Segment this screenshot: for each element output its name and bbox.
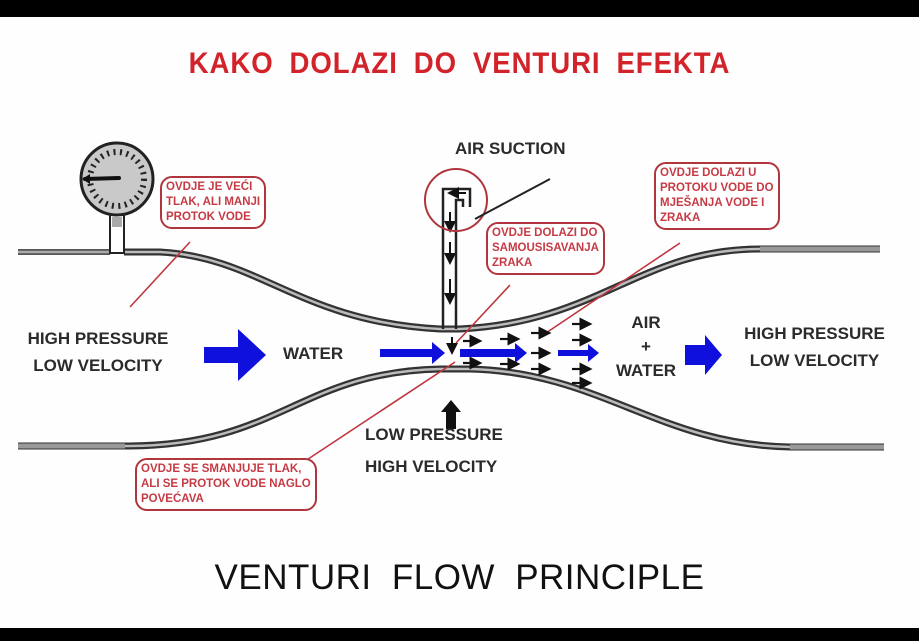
annotation-inlet: OVDJE JE VEĆI TLAK, ALI MANJI PROTOK VOD… (160, 176, 267, 229)
mixture-water-text: WATER (615, 361, 677, 380)
water-flow-arrow (380, 342, 445, 364)
throat-label: LOW PRESSURE HIGH VELOCITY (365, 421, 503, 480)
inlet-label: HIGH PRESSURE LOW VELOCITY (8, 325, 188, 379)
throat-flow-arrow (460, 343, 527, 363)
inlet-velocity-text: LOW VELOCITY (33, 356, 163, 375)
mixing-flow-arrow (558, 344, 599, 362)
annotation-throat: OVDJE SE SMANJUJE TLAK, ALI SE PROTOK VO… (135, 458, 317, 511)
air-suction-tube (424, 168, 551, 355)
pipe-upper-wall (18, 245, 880, 333)
pipe-lower-wall (18, 365, 884, 451)
venturi-diagram (18, 141, 884, 472)
annotation-mixing: OVDJE DOLAZI U PROTOKU VODE DO MJEŠANJA … (654, 162, 780, 230)
mixture-plus-text: + (641, 337, 651, 356)
callout-leaders (129, 241, 681, 472)
annotation-suction: OVDJE DOLAZI DO SAMOUSISAVANJA ZRAKA (486, 222, 605, 275)
mixture-air-text: AIR (631, 313, 661, 332)
water-label: WATER (283, 344, 344, 363)
diagram-canvas: KAKO DOLAZI DO VENTURI EFEKTA AIR SUCTIO… (0, 17, 919, 628)
throat-velocity-text: HIGH VELOCITY (365, 457, 498, 476)
outlet-flow-arrow (685, 335, 722, 375)
low-pressure-arrow (441, 400, 461, 429)
pressure-gauge-icon (79, 141, 155, 254)
outlet-label: HIGH PRESSURE LOW VELOCITY (722, 320, 907, 374)
diagram-caption: VENTURI FLOW PRINCIPLE (214, 558, 705, 597)
inlet-pressure-text: HIGH PRESSURE (27, 329, 169, 348)
flow-arrows (204, 329, 722, 381)
air-suction-label: AIR SUCTION (455, 139, 566, 158)
inlet-flow-arrow (204, 329, 266, 381)
mixture-label: AIR + WATER (606, 311, 686, 383)
throat-pressure-text: LOW PRESSURE (365, 425, 503, 444)
air-bubble-arrows (463, 317, 593, 390)
diagram-title: KAKO DOLAZI DO VENTURI EFEKTA (188, 47, 731, 80)
outlet-velocity-text: LOW VELOCITY (749, 351, 880, 370)
outlet-pressure-text: HIGH PRESSURE (744, 324, 885, 343)
